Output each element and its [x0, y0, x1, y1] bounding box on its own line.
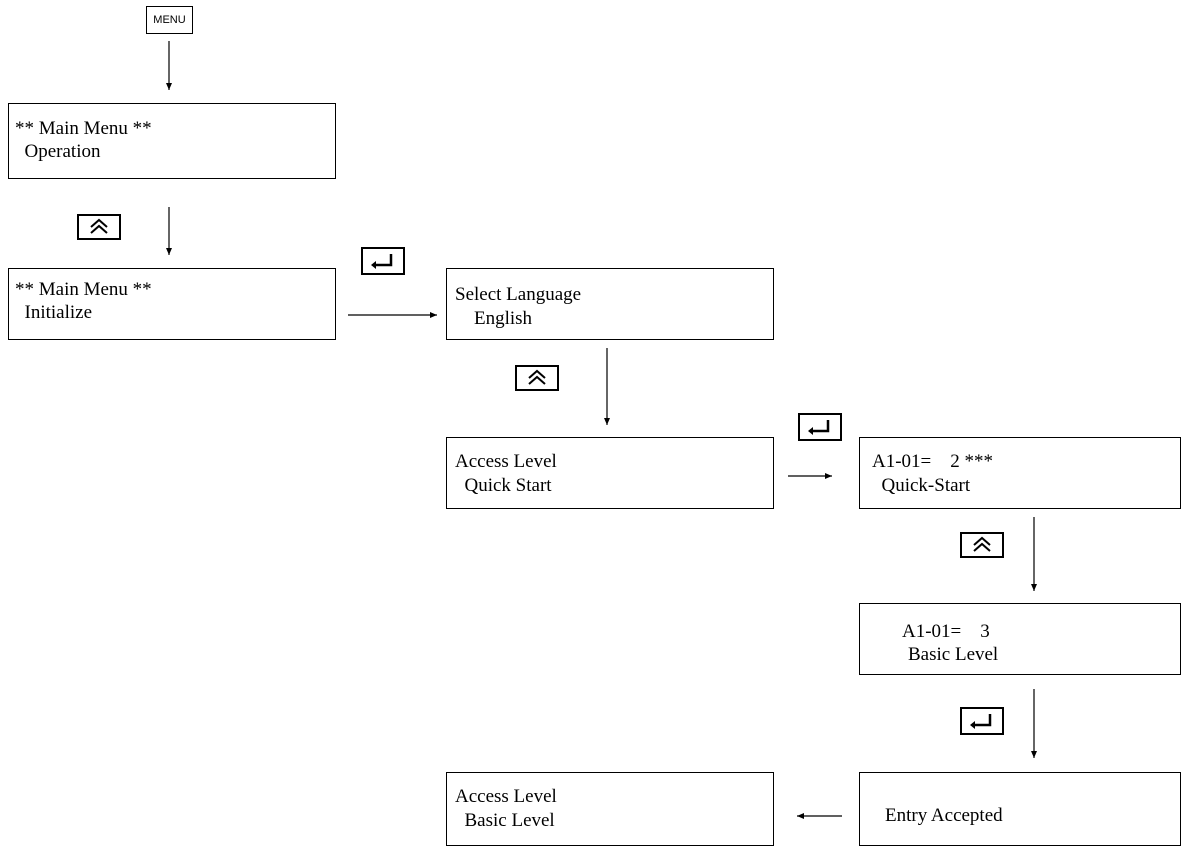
up-icon [528, 369, 546, 385]
up-key-1[interactable] [77, 214, 121, 240]
screen-access-basic: Access Level Basic Level [446, 772, 774, 846]
screen-line-1: Access Level [455, 451, 557, 472]
screen-a1-basic: A1-01= 3 Basic Level [859, 603, 1181, 675]
screen-line-1: Entry Accepted [885, 805, 1003, 826]
screen-main-initialize: ** Main Menu ** Initialize [8, 268, 336, 340]
screen-line-1: A1-01= 2 *** [872, 451, 994, 472]
screen-a1-quickstart: A1-01= 2 *** Quick-Start [859, 437, 1181, 509]
screen-line-2: Basic Level [455, 810, 555, 831]
enter-key-3[interactable] [960, 707, 1004, 735]
screen-line-2: Operation [15, 141, 101, 162]
up-key-2[interactable] [515, 365, 559, 391]
screen-line-2: English [455, 308, 533, 329]
screen-line-2: Basic Level [908, 644, 999, 665]
screen-main-operation: ** Main Menu ** Operation [8, 103, 336, 179]
screen-line-1: Access Level [455, 786, 557, 807]
menu-key-label: MENU [153, 14, 186, 26]
enter-key-1[interactable] [361, 247, 405, 275]
screen-line-2: Quick Start [455, 475, 552, 496]
enter-icon [808, 420, 830, 435]
up-icon [90, 218, 108, 234]
screen-line-2: Initialize [15, 302, 93, 323]
enter-icon [371, 254, 393, 269]
enter-key-2[interactable] [798, 413, 842, 441]
screen-line-1: A1-01= 3 [902, 621, 990, 642]
up-icon [973, 536, 991, 552]
enter-icon [970, 714, 992, 729]
menu-key[interactable]: MENU [146, 6, 193, 34]
screen-line-1: ** Main Menu ** [15, 118, 152, 139]
up-key-3[interactable] [960, 532, 1004, 558]
screen-select-language: Select Language English [446, 268, 774, 340]
screen-entry-accepted: Entry Accepted [859, 772, 1181, 846]
screen-line-1: ** Main Menu ** [15, 279, 152, 300]
screen-line-2: Quick-Start [872, 475, 971, 496]
screen-access-quick: Access Level Quick Start [446, 437, 774, 509]
screen-line-1: Select Language [455, 284, 582, 305]
